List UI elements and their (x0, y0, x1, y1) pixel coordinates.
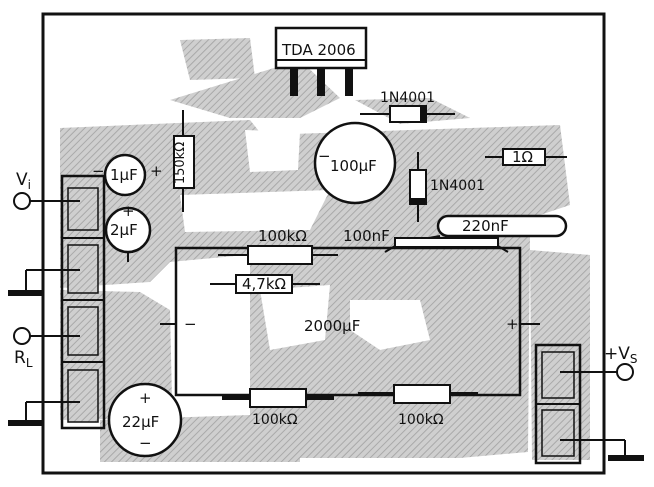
cap-220nf-label: 220nF (462, 217, 509, 235)
terminal-vs-label: +VS (604, 344, 638, 366)
terminal-vs-main: +V (604, 344, 630, 364)
res-1ohm (485, 148, 567, 166)
res-100k-br (358, 384, 478, 404)
terminal-rl-label: RL (14, 348, 33, 370)
terminal-vs (616, 363, 634, 381)
terminal-vs-sub: S (629, 352, 638, 366)
diode-mid-label: 1N4001 (430, 178, 486, 194)
cap-1uf-plus: + (150, 162, 163, 180)
cap-220nf (436, 214, 568, 238)
terminal-rl-sub: L (25, 356, 33, 370)
ic-tda2006 (274, 26, 368, 96)
cap-22uf (107, 382, 183, 458)
cap-100uf-minus: − (318, 147, 331, 165)
res-4k7 (210, 274, 320, 294)
right-terminal-strip (534, 343, 582, 465)
res-150k-label: 150kΩ (173, 141, 189, 185)
left-terminal-strip (60, 174, 106, 430)
terminal-rl-main: R (14, 348, 26, 368)
copper-voids (180, 130, 430, 350)
ic-label: TDA 2006 (282, 41, 356, 59)
res-1ohm-label: 1Ω (512, 148, 534, 166)
diode-mid (409, 152, 427, 222)
cap-100nf (384, 235, 509, 253)
ground-left-1 (8, 269, 80, 296)
res-150k (173, 110, 195, 212)
diode-top (360, 105, 455, 123)
terminal-rl (13, 327, 31, 345)
res-100k-bl (222, 388, 334, 408)
cap-1uf-label: 1µF (110, 166, 138, 184)
cap-2uf-label: 2µF (110, 221, 138, 239)
cap-2000uf-minus: − (184, 315, 197, 333)
cap-100uf-label: 100µF (330, 157, 377, 175)
ground-left-2 (8, 401, 80, 426)
res-100k-top (218, 245, 338, 265)
res-4k7-label: 4,7kΩ (242, 275, 287, 293)
cap-2uf-minus: − (122, 243, 135, 261)
cap-2000uf-plus: + (506, 315, 519, 333)
ground-right (560, 439, 644, 461)
cap-22uf-plus: + (139, 389, 152, 407)
board-outline (41, 12, 606, 475)
cap-2000uf-label: 2000µF (304, 317, 361, 335)
res-100k-top-label: 100kΩ (258, 227, 307, 245)
res-100k-bl-label: 100kΩ (252, 412, 298, 428)
terminal-vi-label: Vi (16, 170, 31, 192)
cap-2uf-plus: + (122, 202, 135, 220)
res-100k-br-label: 100kΩ (398, 412, 444, 428)
cap-2000uf-outline (174, 246, 522, 397)
terminal-vi-main: V (16, 170, 28, 190)
cap-22uf-label: 22µF (122, 413, 160, 431)
diode-top-label: 1N4001 (380, 90, 436, 106)
cap-22uf-minus: − (139, 434, 152, 452)
cap-1uf-minus: − (92, 162, 105, 180)
terminal-vi (13, 192, 31, 210)
cap-100uf (313, 121, 397, 205)
cap-100nf-label: 100nF (343, 227, 390, 245)
terminal-vi-sub: i (27, 178, 31, 192)
